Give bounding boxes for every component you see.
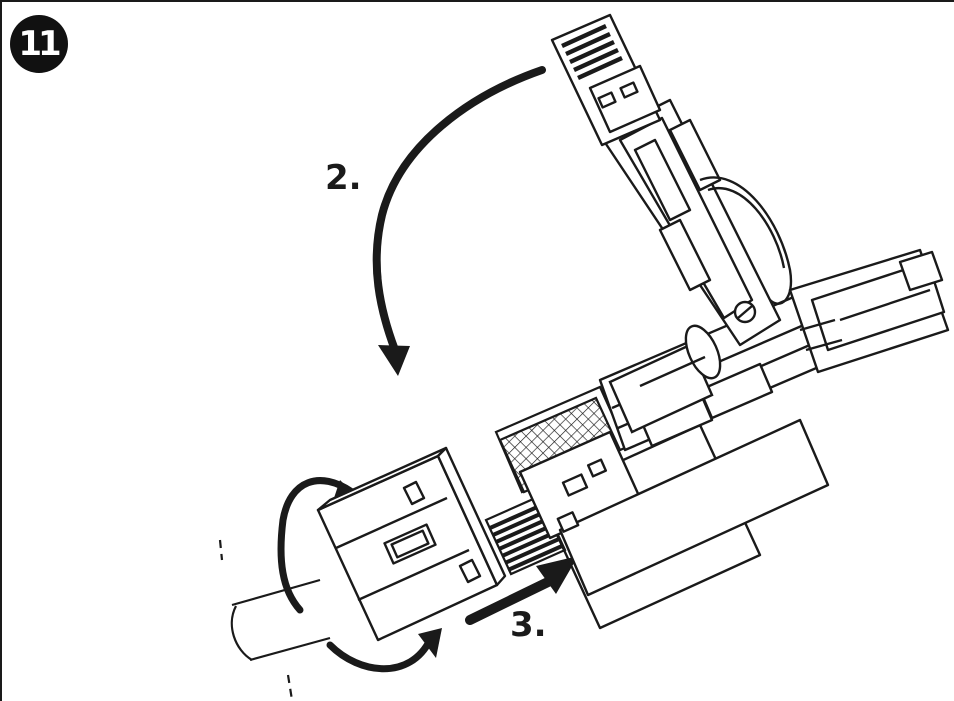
step-number-badge: 11 [10,15,68,73]
connector-body [518,288,837,630]
frame-top-border [0,0,954,2]
step-3-label: 3. [510,605,547,645]
frame-left-border [0,0,2,701]
lever-end-grip [550,13,662,147]
step-2-label: 2. [325,158,362,198]
rj45-plug [788,248,950,374]
cable [218,539,331,701]
straight-arrow-icon [465,556,578,625]
gland-cap [316,446,507,642]
curved-arrow-down-icon [372,66,546,376]
cylinder-housing [608,324,722,434]
lever-arm [598,98,793,347]
